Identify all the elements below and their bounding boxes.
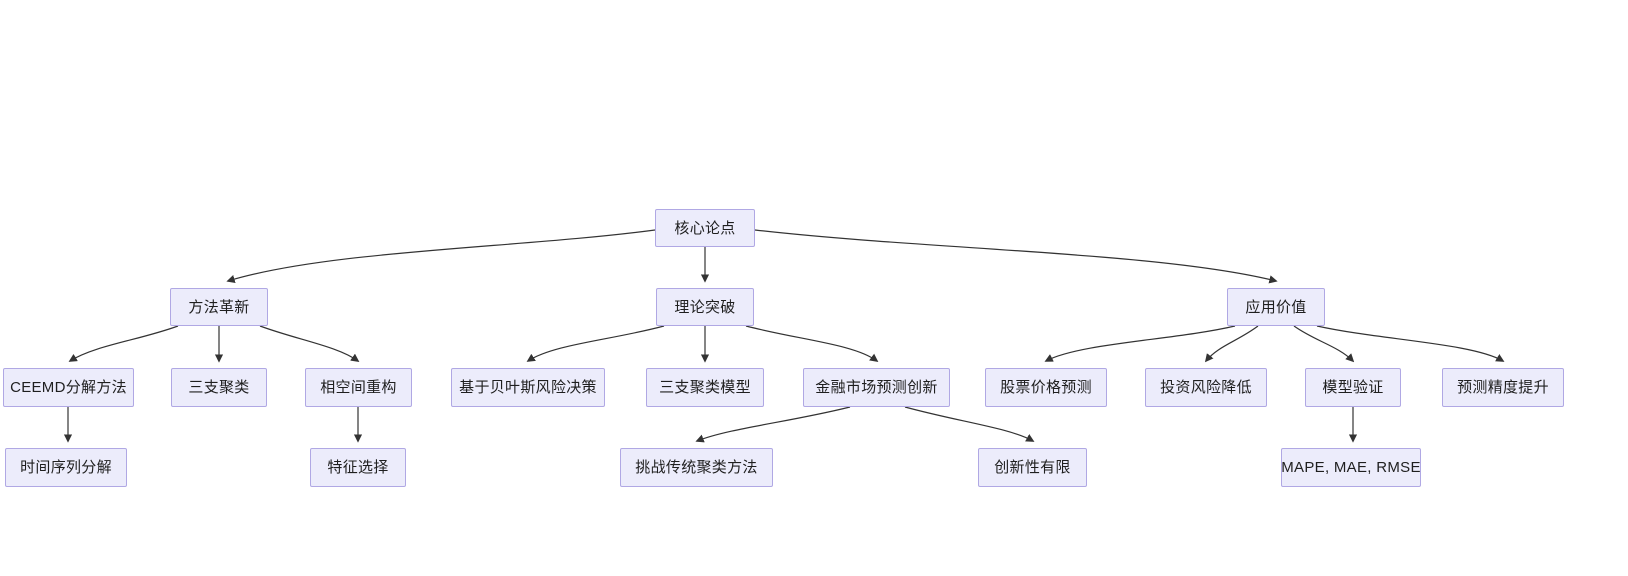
edge-l2b3-to-l3b3a <box>695 406 851 443</box>
node-l2c4[interactable]: 预测精度提升 <box>1442 368 1564 407</box>
node-l2a3[interactable]: 相空间重构 <box>305 368 412 407</box>
node-root[interactable]: 核心论点 <box>655 209 755 247</box>
node-label: 核心论点 <box>674 219 736 237</box>
node-label: 金融市场预测创新 <box>815 379 938 396</box>
node-l3c3[interactable]: MAPE, MAE, RMSE <box>1281 448 1421 487</box>
node-label: 投资风险降低 <box>1160 379 1252 396</box>
node-l2b2[interactable]: 三支聚类模型 <box>646 368 764 407</box>
node-l3b3a[interactable]: 挑战传统聚类方法 <box>620 448 773 487</box>
node-l2b3[interactable]: 金融市场预测创新 <box>803 368 950 407</box>
node-label: MAPE, MAE, RMSE <box>1281 459 1421 476</box>
node-label: 创新性有限 <box>994 459 1071 476</box>
edge-root-to-l1a <box>226 229 656 284</box>
edge-l1c-to-l2c3 <box>1293 325 1355 363</box>
node-label: CEEMD分解方法 <box>10 379 127 396</box>
edge-l1c-to-l2c1 <box>1044 325 1236 362</box>
edge-l1c-to-l2c4 <box>1316 325 1505 362</box>
node-label: 应用价值 <box>1245 298 1307 316</box>
node-label: 预测精度提升 <box>1457 379 1549 396</box>
node-label: 理论突破 <box>674 298 736 316</box>
node-l3a3[interactable]: 特征选择 <box>310 448 406 487</box>
edge-paths <box>63 229 1505 443</box>
node-l2a1[interactable]: CEEMD分解方法 <box>3 368 134 407</box>
node-label: 特征选择 <box>327 459 389 476</box>
node-label: 股票价格预测 <box>1000 379 1092 396</box>
edge-l1c-to-l2c2 <box>1204 325 1259 363</box>
node-l2c1[interactable]: 股票价格预测 <box>985 368 1107 407</box>
node-label: 方法革新 <box>188 298 250 316</box>
edge-root-to-l1c <box>754 229 1278 284</box>
node-l2c3[interactable]: 模型验证 <box>1305 368 1401 407</box>
node-label: 基于贝叶斯风险决策 <box>459 379 597 396</box>
node-label: 三支聚类模型 <box>659 379 751 396</box>
node-label: 挑战传统聚类方法 <box>635 459 758 476</box>
node-l1c[interactable]: 应用价值 <box>1227 288 1325 326</box>
node-l1a[interactable]: 方法革新 <box>170 288 268 326</box>
node-label: 时间序列分解 <box>20 459 112 476</box>
edge-l1a-to-l2a3 <box>259 325 360 362</box>
node-l1b[interactable]: 理论突破 <box>656 288 754 326</box>
node-l2c2[interactable]: 投资风险降低 <box>1145 368 1267 407</box>
node-l2a2[interactable]: 三支聚类 <box>171 368 267 407</box>
node-label: 相空间重构 <box>320 379 397 396</box>
edge-l1b-to-l2b1 <box>526 325 665 362</box>
edge-l2b3-to-l3b3b <box>904 406 1035 442</box>
node-l3a1[interactable]: 时间序列分解 <box>5 448 127 487</box>
node-label: 模型验证 <box>1322 379 1384 396</box>
node-label: 三支聚类 <box>188 379 250 396</box>
node-l3b3b[interactable]: 创新性有限 <box>978 448 1087 487</box>
edge-l1a-to-l2a1 <box>68 325 179 362</box>
node-l2b1[interactable]: 基于贝叶斯风险决策 <box>451 368 605 407</box>
edge-l1b-to-l2b3 <box>745 325 879 362</box>
